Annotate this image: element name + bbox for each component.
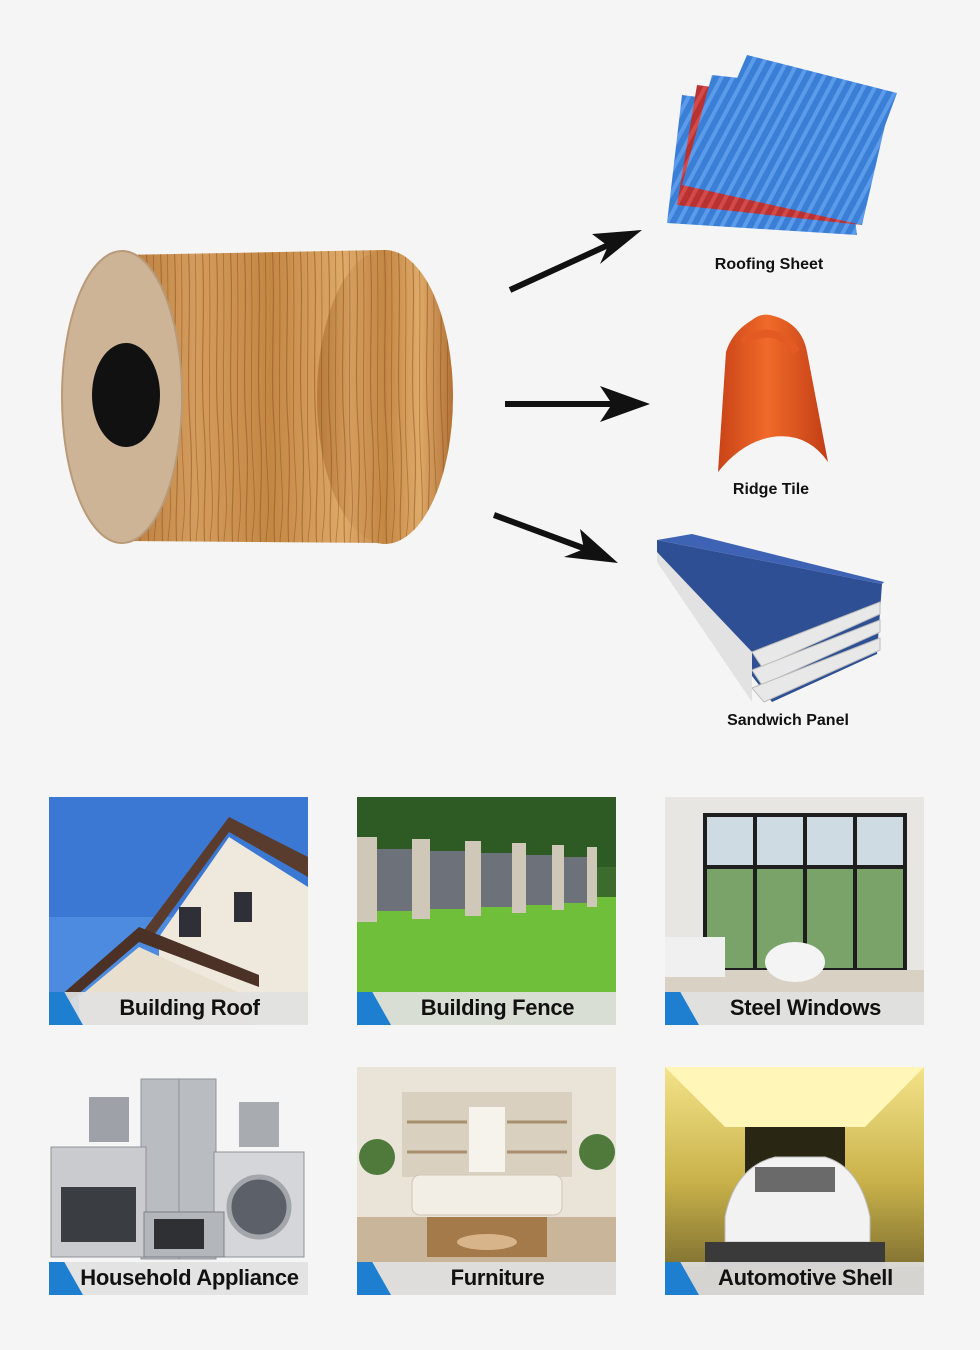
arrow-to-roofing-sheet-icon bbox=[508, 230, 642, 293]
product-label-sandwich-panel: Sandwich Panel bbox=[727, 712, 849, 729]
building-roof-photo bbox=[49, 797, 308, 1025]
sandwich-panel-icon bbox=[657, 534, 884, 703]
application-card-building-roof: Building Roof bbox=[49, 797, 308, 1025]
household-appliance-photo bbox=[49, 1067, 308, 1295]
caption-steel-windows: Steel Windows bbox=[729, 995, 882, 1020]
application-card-household-appliance: Household Appliance bbox=[49, 1067, 308, 1295]
caption-building-roof: Building Roof bbox=[119, 995, 260, 1020]
building-fence-photo bbox=[357, 797, 616, 1025]
application-card-furniture: Furniture bbox=[357, 1067, 616, 1295]
arrow-to-sandwich-panel-icon bbox=[492, 512, 618, 563]
furniture-photo bbox=[357, 1067, 616, 1295]
application-card-automotive-shell: Automotive Shell bbox=[665, 1067, 924, 1295]
wood-grain-coil-image bbox=[61, 250, 453, 544]
steel-windows-photo bbox=[665, 797, 924, 1025]
ridge-tile-icon bbox=[718, 314, 828, 472]
roofing-sheet-icon bbox=[667, 55, 897, 235]
arrow-to-ridge-tile-icon bbox=[505, 386, 650, 422]
caption-building-fence: Building Fence bbox=[420, 995, 575, 1020]
application-card-building-fence: Building Fence bbox=[357, 797, 616, 1025]
automotive-shell-photo bbox=[665, 1067, 924, 1295]
product-label-roofing-sheet: Roofing Sheet bbox=[714, 256, 824, 273]
product-label-ridge-tile: Ridge Tile bbox=[732, 481, 810, 498]
caption-household-appliance: Household Appliance bbox=[80, 1265, 299, 1290]
caption-automotive-shell: Automotive Shell bbox=[718, 1265, 893, 1290]
caption-furniture: Furniture bbox=[450, 1265, 545, 1290]
application-card-steel-windows: Steel Windows bbox=[665, 797, 924, 1025]
